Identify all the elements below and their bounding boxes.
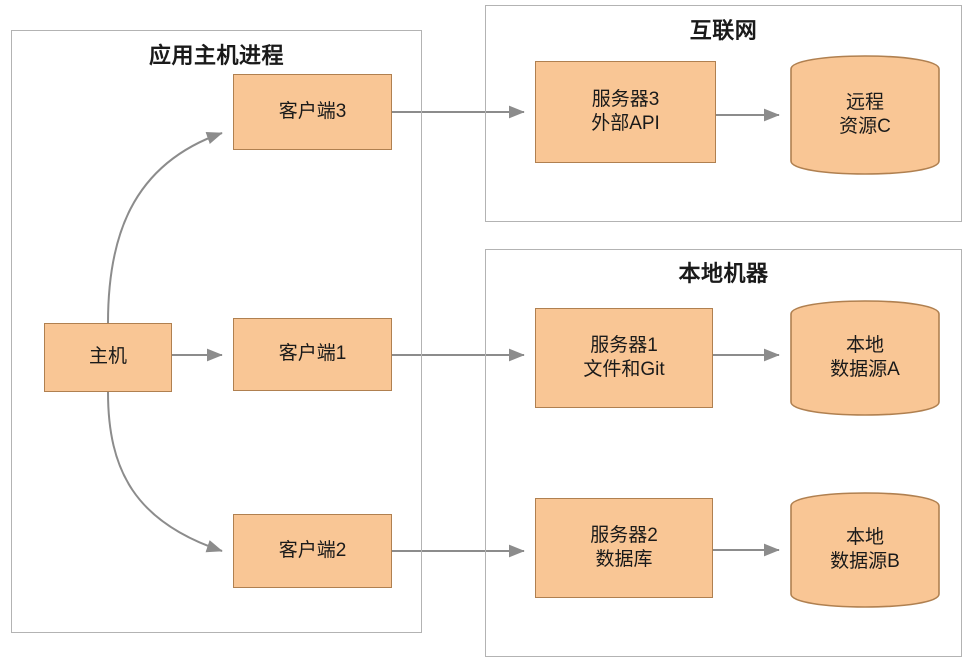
node-local-datasource-b[interactable]: 本地 数据源B xyxy=(790,492,940,608)
node-server2[interactable]: 服务器2 数据库 xyxy=(535,498,713,598)
frame-title-internet: 互联网 xyxy=(689,18,758,43)
node-client3-label: 客户端3 xyxy=(278,100,347,122)
node-remote-resource-c-label: 远程 资源C xyxy=(839,91,891,137)
node-server2-label: 服务器2 数据库 xyxy=(590,524,658,570)
node-server1[interactable]: 服务器1 文件和Git xyxy=(535,308,713,408)
node-remote-resource-c[interactable]: 远程 资源C xyxy=(790,55,940,175)
node-client1-label: 客户端1 xyxy=(278,343,347,365)
frame-title-local-machine: 本地机器 xyxy=(678,261,769,286)
frame-local-machine xyxy=(485,249,962,657)
cylinder-shape-icon xyxy=(790,55,940,175)
frame-internet xyxy=(485,5,962,222)
node-server3-label: 服务器3 外部API xyxy=(591,88,660,134)
node-client2-label: 客户端2 xyxy=(278,539,347,561)
cylinder-shape-icon xyxy=(790,300,940,416)
node-client2[interactable]: 客户端2 xyxy=(233,514,392,588)
node-local-datasource-a-label: 本地 数据源A xyxy=(830,334,900,380)
node-local-datasource-b-label: 本地 数据源B xyxy=(830,526,900,572)
node-host[interactable]: 主机 xyxy=(44,323,172,392)
node-server3[interactable]: 服务器3 外部API xyxy=(535,61,716,163)
cylinder-shape-icon xyxy=(790,492,940,608)
node-client3[interactable]: 客户端3 xyxy=(233,74,392,150)
node-client1[interactable]: 客户端1 xyxy=(233,318,392,391)
frame-app-host-process xyxy=(11,30,422,633)
node-host-label: 主机 xyxy=(88,346,127,368)
node-server1-label: 服务器1 文件和Git xyxy=(583,334,665,380)
node-local-datasource-a[interactable]: 本地 数据源A xyxy=(790,300,940,416)
frame-title-app-host-process: 应用主机进程 xyxy=(148,43,284,68)
